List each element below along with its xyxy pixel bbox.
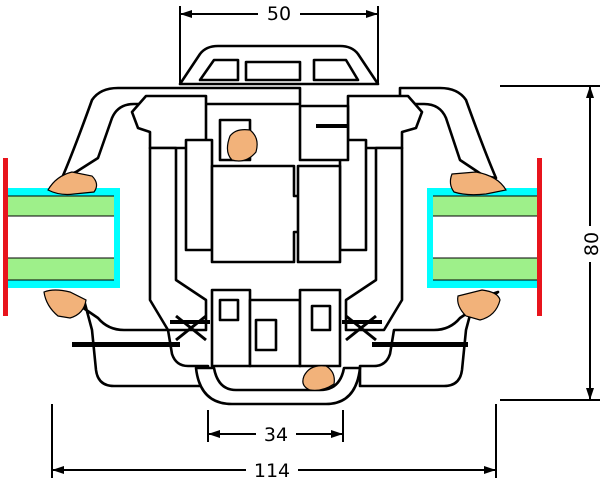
dimension-right: 80 [500,85,603,401]
glazing-left [3,158,120,316]
profile-webs [72,124,468,347]
dimension-bottom: 114 [51,404,497,482]
dimension-right-label: 80 [581,232,603,256]
dimension-top: 50 [179,2,379,84]
gasket-top-right [449,171,507,196]
gasket-bottom-left [43,289,87,319]
frame-outline [58,86,500,406]
dimension-inner: 34 [207,410,344,446]
dimension-bottom-label: 114 [254,460,290,482]
gasket-center-bottom [302,365,335,391]
dimension-top-label: 50 [267,3,291,25]
gasket-center-top [226,129,258,162]
gasket-top-left [47,171,98,196]
seal-bar-left [3,158,8,316]
frame-chambers [130,94,424,368]
gaskets [43,129,507,391]
seal-bar-right [537,158,542,316]
top-cap-profile [178,44,380,86]
gasket-bottom-right [457,289,501,321]
glazing-right [427,158,542,316]
dimension-inner-label: 34 [264,424,288,446]
